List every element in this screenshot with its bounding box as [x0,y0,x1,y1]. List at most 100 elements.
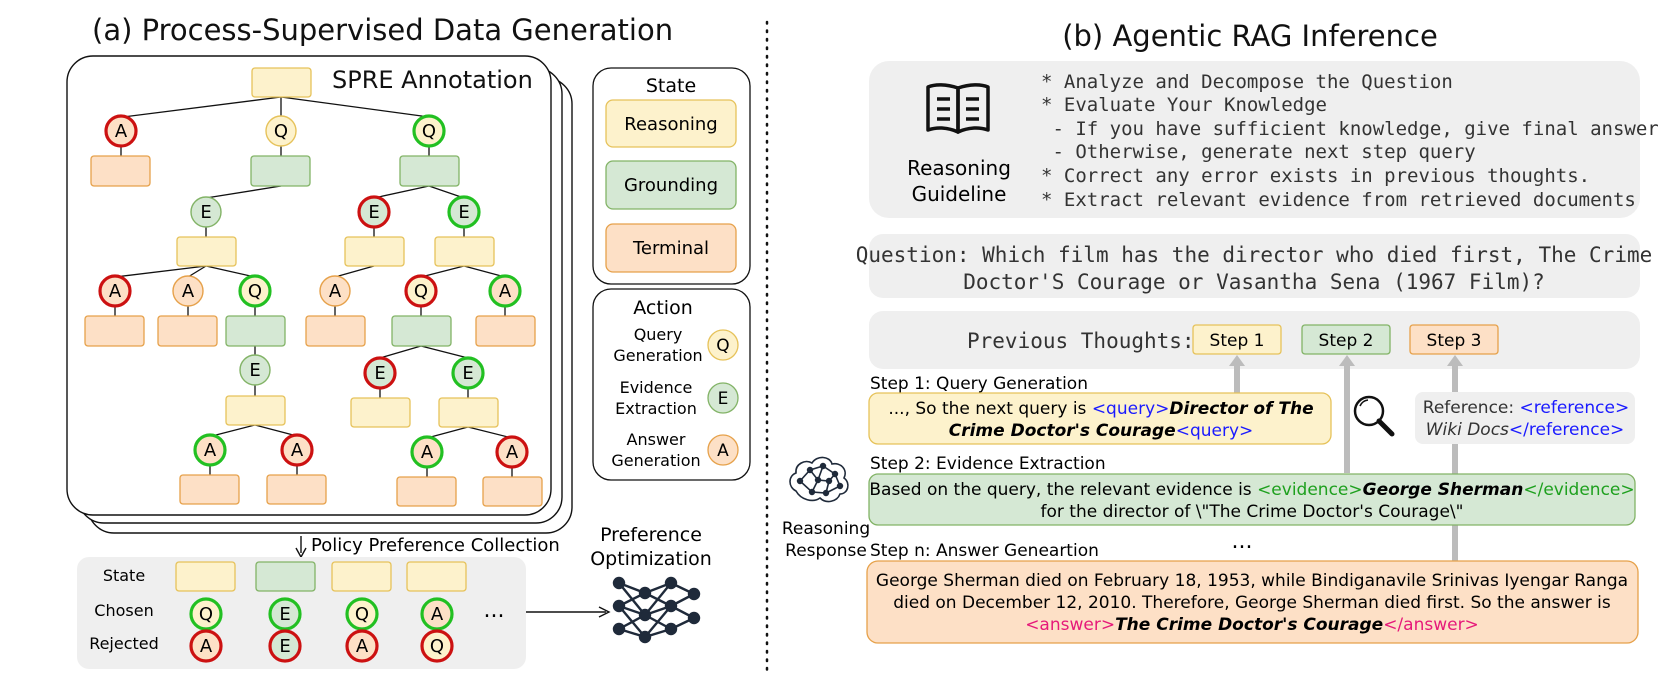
action-node-circle [447,195,481,229]
step2-chip-label: Step 2 [1319,331,1374,351]
action-node-a: A [410,435,444,469]
step2-title: Step 2: Evidence Extraction [870,454,1106,474]
step2-box [868,473,1636,526]
action-node-circle [345,629,379,663]
legend-terminal-label: Terminal [632,238,709,259]
step-arrows [1229,355,1463,561]
legend-query-line1: Query [634,325,683,344]
state-terminal [305,315,366,347]
pref-state-grounding [255,561,316,592]
action-node-a: A [104,114,138,148]
legend-answer-line2: Generation [611,451,700,470]
action-node-circle [239,354,271,386]
action-node-letter: Q [422,121,436,142]
legend-evidence-line2: Extraction [615,399,697,418]
action-legend-title: Action [633,297,693,319]
state-terminal [482,476,543,507]
step2-text-line1: Based on the query, the relevant evidenc… [869,480,1634,500]
action-node-circle [189,629,223,663]
stepn-box [866,560,1639,644]
tree-edges [114,96,513,477]
step1-title: Step 1: Query Generation [870,374,1088,394]
step2-text-line2: for the director of \"The Crime Doctor's… [1041,502,1464,522]
action-node-letter: A [506,442,519,463]
action-node-e: E [357,195,391,229]
question-box [869,234,1640,298]
state-grounding [225,315,286,347]
pref-row-state: State [103,566,145,585]
pref-state-reasoning [331,561,392,592]
action-node-circle [268,629,302,663]
action-node-letter: A [109,281,122,302]
action-node-circle [280,433,314,467]
action-node-q: Q [265,115,297,147]
guideline-line: * Analyze and Decompose the Question [1041,71,1453,93]
state-reasoning [344,236,405,267]
legend-answer-line1: Answer [627,430,686,449]
reference-pre: Reference: [1423,398,1520,418]
action-node-letter: E [368,202,379,223]
action-node-letter: Q [199,604,213,625]
action-node-circle [345,597,379,631]
spre-annotation-label: SPRE Annotation [332,66,533,94]
state-terminal [157,315,218,347]
reference-box [1415,392,1635,444]
state-legend-title: State [646,75,696,97]
legend-answer-icon [707,434,739,466]
action-node-circle [420,597,454,631]
legend-evidence-line1: Evidence [620,378,693,397]
action-node-circle [420,629,454,663]
steps-ellipsis: ... [1232,529,1253,554]
action-node-e: E [268,629,302,663]
state-terminal [84,315,145,347]
action-node-letter: E [200,202,211,223]
state-terminal [179,474,240,505]
legend-answer-symbol: A [717,441,729,461]
policy-preference-label: Policy Preference Collection [311,535,560,556]
step2-tag-close: </evidence> [1523,480,1634,500]
optimization-arrow-head [598,606,611,618]
action-node-a: A [319,275,351,307]
action-node-circle [193,433,227,467]
pref-row-chosen: Chosen [94,601,153,620]
action-node-letter: A [291,440,304,461]
reference-tag-open: <reference> [1520,398,1630,418]
action-node-q: Q [238,274,272,308]
guideline-line: * Extract relevant evidence from retriev… [1041,189,1636,211]
legend-grounding-label: Grounding [624,175,718,196]
pref-ellipsis: ... [484,598,505,623]
action-node-circle [265,115,297,147]
action-node-circle [268,597,302,631]
action-node-e: E [363,356,397,390]
action-node-letter: E [458,202,469,223]
action-node-e: E [268,597,302,631]
action-node-letter: A [200,636,213,657]
action-node-q: Q [420,629,454,663]
action-node-e: E [451,356,485,390]
guideline-line: * Evaluate Your Knowledge [1041,94,1327,116]
state-reasoning [434,236,495,267]
action-node-e: E [190,196,222,228]
reference-mid: Wiki Docs [1426,420,1509,440]
action-node-circle [495,435,529,469]
action-node-e: E [447,195,481,229]
pref-opt-line1: Preference [600,524,702,546]
book-icon [926,83,990,134]
step1-bold2: Crime Doctor's Courage [949,421,1176,441]
action-node-letter: Q [274,121,288,142]
stepn-text-line3: <answer>The Crime Doctor's Courage</answ… [1025,615,1479,635]
action-node-letter: E [279,636,290,657]
neural-network-icon [612,576,701,644]
step2-bold: George Sherman [1363,480,1524,500]
action-node-letter: Q [414,281,428,302]
action-node-a: A [172,275,204,307]
step1-chip [1192,324,1282,355]
action-node-a: A [189,629,223,663]
action-node-a: A [488,274,522,308]
action-node-letter: A [204,440,217,461]
response-label-line1: Reasoning [782,519,870,539]
reference-tag-close: </reference> [1509,420,1624,440]
step2-pre: Based on the query, the relevant evidenc… [869,480,1257,500]
action-node-a: A [495,435,529,469]
